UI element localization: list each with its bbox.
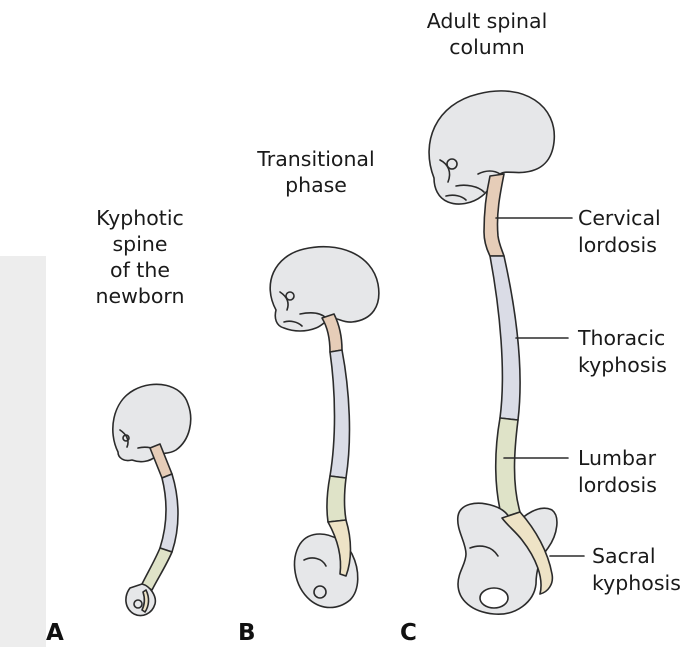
adult-skeleton xyxy=(429,91,584,614)
newborn-skeleton xyxy=(113,384,191,615)
transitional-thoracic xyxy=(330,350,349,478)
label-thoracic-kyphosis: Thoracic kyphosis xyxy=(578,325,667,379)
transitional-lumbar xyxy=(327,476,346,522)
adult-lumbar xyxy=(496,418,520,518)
caption-transitional: Transitional phase xyxy=(234,146,398,198)
transitional-skeleton xyxy=(270,247,379,608)
panel-letter-c: C xyxy=(400,620,417,646)
panel-letter-b: B xyxy=(238,620,256,646)
label-lumbar-lordosis: Lumbar lordosis xyxy=(578,445,657,499)
newborn-thoracic xyxy=(160,474,178,552)
newborn-pelvis xyxy=(126,584,155,616)
label-sacral-kyphosis: Sacral kyphosis xyxy=(592,543,681,597)
panel-letter-a: A xyxy=(46,620,64,646)
caption-newborn: Kyphotic spine of the newborn xyxy=(70,205,210,309)
newborn-lumbar xyxy=(142,548,172,590)
caption-adult: Adult spinal column xyxy=(402,8,572,60)
label-cervical-lordosis: Cervical lordosis xyxy=(578,205,661,259)
